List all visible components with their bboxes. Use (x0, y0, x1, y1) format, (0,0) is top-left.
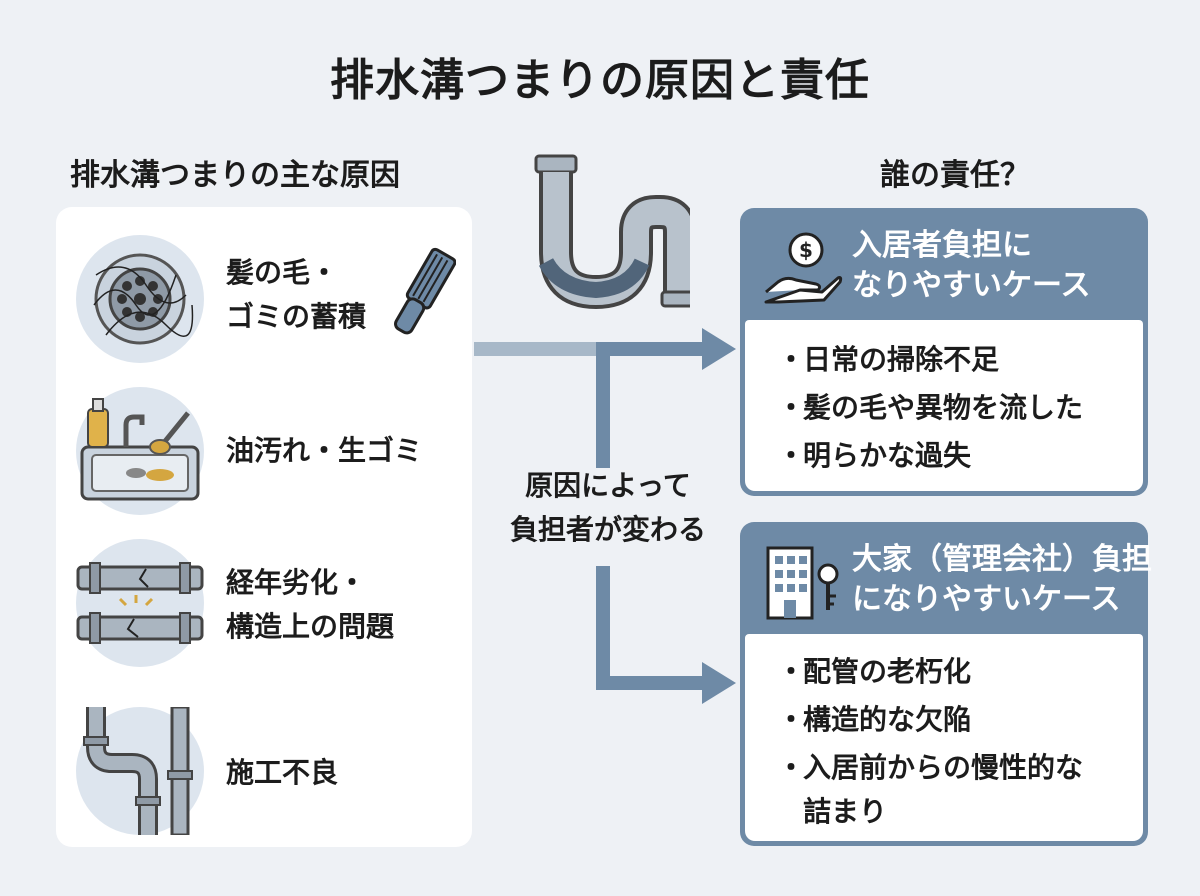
cause-label-construction: 施工不良 (226, 756, 339, 789)
building-key-icon (766, 546, 839, 620)
page-title: 排水溝つまりの原因と責任 (330, 55, 870, 106)
list-item: ・明らかな過失 (777, 439, 972, 472)
list-item: ・配管の老朽化 (777, 655, 972, 688)
p-trap-pipe-icon (534, 154, 690, 309)
list-item: ・構造的な欠陥 (777, 703, 972, 736)
sink-grease-icon (76, 387, 204, 515)
landlord-card-title: 大家（管理会社）負担 になりやすいケース (852, 542, 1152, 617)
bent-pipe-icon (76, 707, 204, 835)
tenant-card-body: ・日常の掃除不足 ・髪の毛や異物を流した ・明らかな過失 (745, 320, 1143, 491)
center-caption: 原因によって 負担者が変わる (509, 469, 706, 546)
comb-icon (394, 247, 456, 335)
responsibility-heading: 誰の責任？ (880, 158, 1030, 193)
svg-text:$: $ (799, 238, 813, 262)
landlord-card-body: ・配管の老朽化 ・構造的な欠陥 ・入居前からの慢性的な 詰まり (745, 634, 1143, 841)
cracked-pipe-icon (76, 539, 204, 667)
landlord-card-header: 大家（管理会社）負担 になりやすいケース (740, 522, 1152, 634)
drain-hair-icon (76, 235, 204, 363)
flow-connector (474, 328, 736, 704)
tenant-responsibility-card: $ 入居者負担に なりやすいケース ・日常の掃除不足 ・髪の毛や異物を流した ・… (740, 208, 1148, 496)
landlord-responsibility-card: 大家（管理会社）負担 になりやすいケース ・配管の老朽化 ・構造的な欠陥 ・入居… (740, 522, 1152, 846)
causes-panel: 髪の毛・ ゴミの蓄積 油汚れ・生ゴミ (56, 207, 472, 847)
list-item: 詰まり (803, 795, 888, 828)
list-item: ・入居前からの慢性的な (777, 751, 1084, 784)
cause-label-aging: 経年劣化・ 構造上の問題 (226, 566, 395, 643)
cause-label-hair: 髪の毛・ ゴミの蓄積 (226, 256, 367, 333)
list-item: ・髪の毛や異物を流した (777, 391, 1084, 424)
tenant-card-title: 入居者負担に なりやすいケース (852, 228, 1091, 303)
hand-coin-icon: $ (764, 232, 843, 304)
list-item: ・日常の掃除不足 (777, 343, 1000, 376)
tenant-card-header: $ 入居者負担に なりやすいケース (740, 208, 1148, 320)
causes-heading: 排水溝つまりの主な原因 (70, 158, 400, 193)
cause-label-grease: 油汚れ・生ゴミ (226, 434, 423, 467)
